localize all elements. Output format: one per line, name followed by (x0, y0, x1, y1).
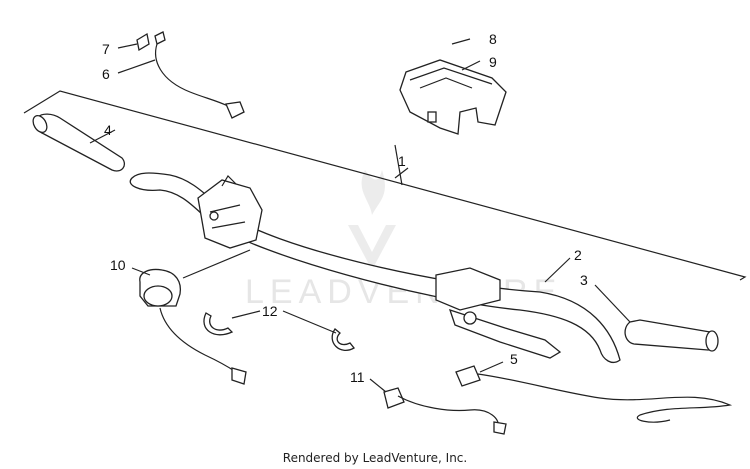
callout-12: 12 (262, 303, 278, 319)
callout-8: 8 (489, 31, 497, 47)
callouts: 1 2 3 4 5 6 7 8 9 10 11 12 (102, 31, 588, 385)
leader-lines (89, 38, 631, 393)
reference-lines (23, 90, 747, 281)
part-10-switch (139, 268, 247, 385)
right-grip (624, 319, 719, 352)
footer-credit: Rendered by LeadVenture, Inc. (282, 451, 468, 465)
left-grip (32, 113, 126, 172)
left-switch-housing (197, 175, 263, 249)
callout-6: 6 (102, 66, 110, 82)
clips (203, 312, 355, 351)
callout-11: 11 (350, 369, 365, 385)
callout-4: 4 (104, 122, 112, 138)
brake-master-cylinder (435, 267, 562, 359)
callout-9: 9 (489, 54, 497, 70)
callout-10: 10 (110, 257, 126, 273)
callout-5: 5 (510, 351, 518, 367)
throttle-harness (136, 31, 245, 119)
callout-2: 2 (574, 247, 582, 263)
part-5-harness (455, 365, 733, 423)
part-11-harness (383, 387, 507, 435)
pad-assembly (399, 59, 507, 135)
callout-3: 3 (580, 272, 588, 288)
callout-7: 7 (102, 41, 110, 57)
callout-1: 1 (398, 153, 406, 169)
